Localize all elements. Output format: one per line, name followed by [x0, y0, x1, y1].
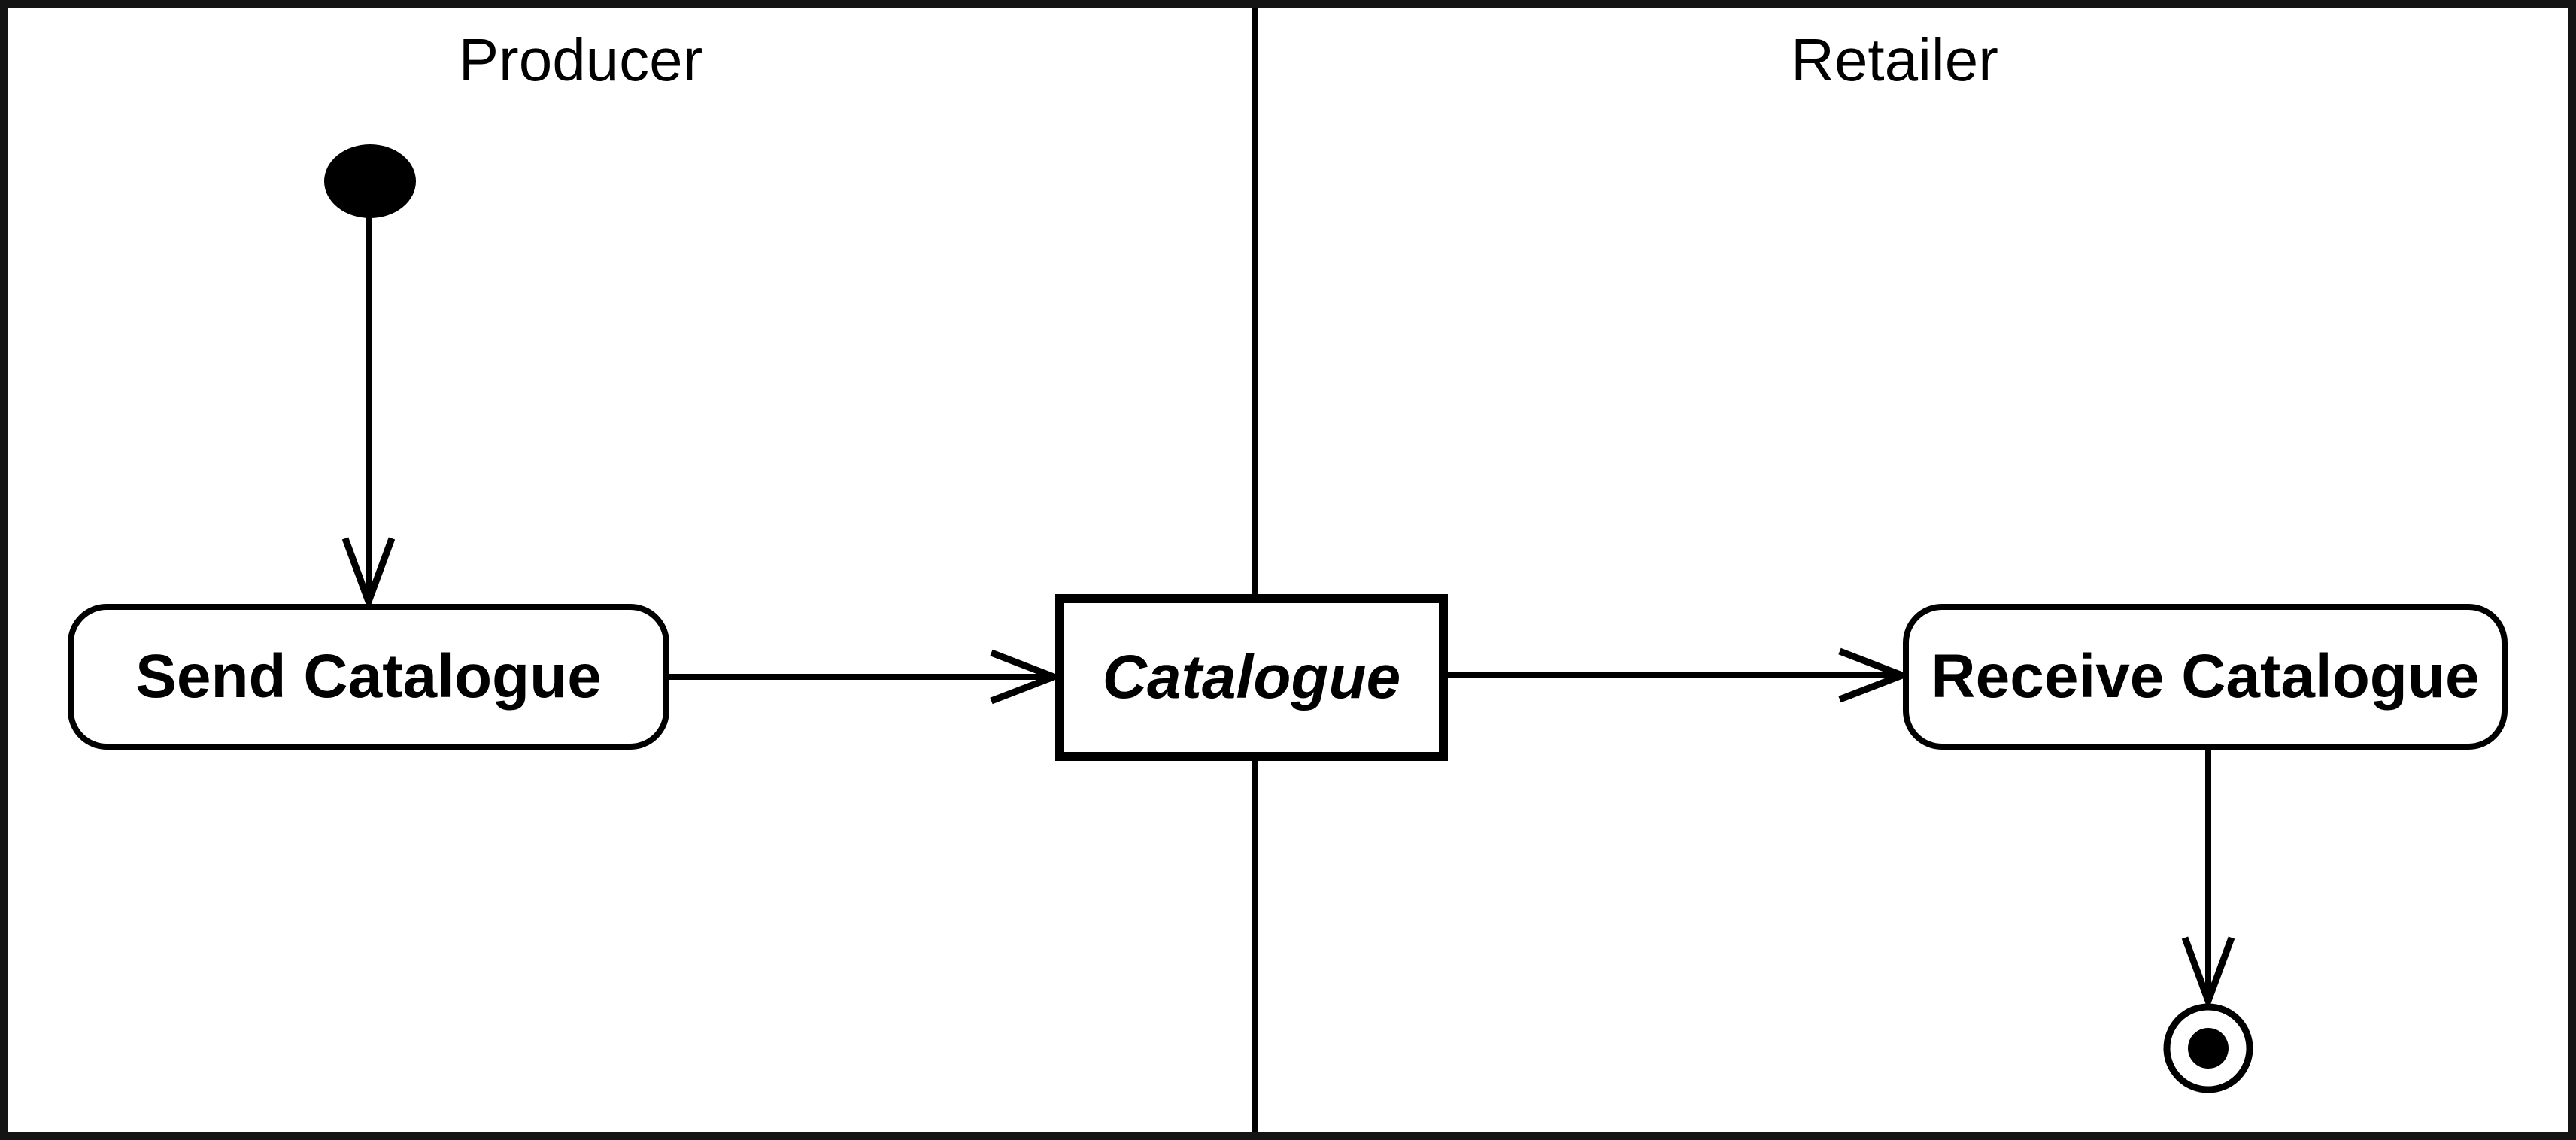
arrowhead-catalogue-to-receive — [1838, 647, 1912, 703]
initial-state-node — [324, 144, 416, 218]
object-catalogue: Catalogue — [1055, 594, 1448, 761]
activity-send-catalogue: Send Catalogue — [68, 604, 669, 750]
arrowhead-receive-to-final — [2181, 936, 2235, 1011]
final-state-inner-dot — [2188, 1028, 2229, 1069]
object-catalogue-label: Catalogue — [1102, 643, 1401, 711]
activity-receive-catalogue-label: Receive Catalogue — [1931, 642, 2480, 711]
lane-label-producer: Producer — [458, 26, 703, 93]
activity-receive-catalogue: Receive Catalogue — [1903, 604, 2508, 750]
lane-label-retailer: Retailer — [1791, 26, 1998, 93]
activity-send-catalogue-label: Send Catalogue — [135, 642, 602, 711]
arrowhead-send-to-catalogue — [990, 649, 1063, 705]
arrowhead-initial-to-send — [341, 537, 396, 611]
